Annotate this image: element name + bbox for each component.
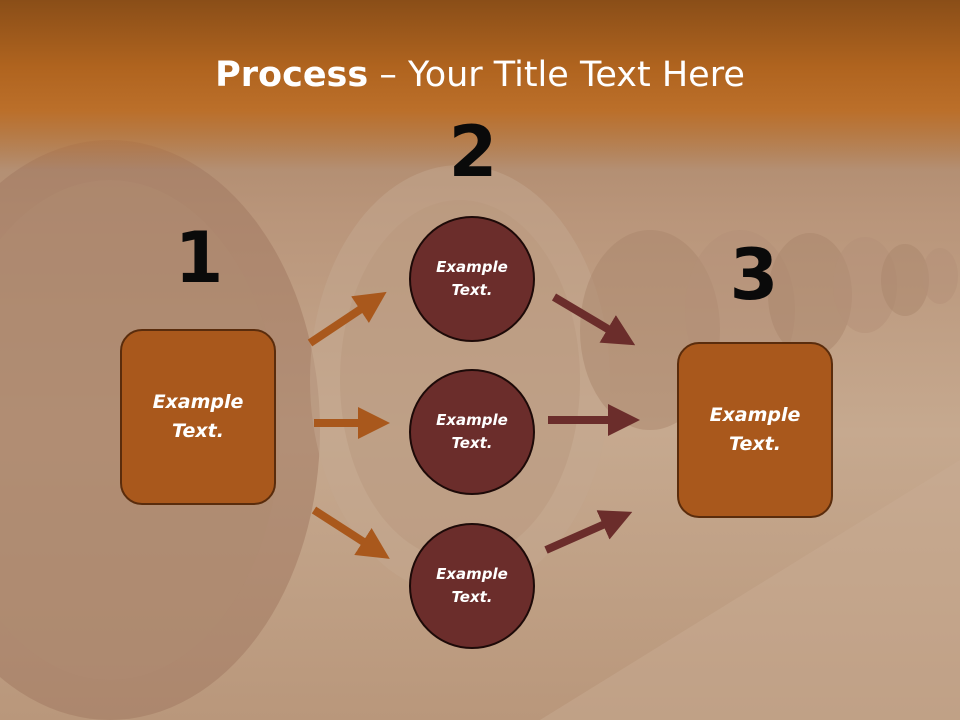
right-box: Example Text. bbox=[677, 342, 833, 518]
step-number-2: 2 bbox=[448, 111, 498, 193]
arrow-left-to-bottom bbox=[311, 506, 390, 559]
circle-top: Example Text. bbox=[409, 216, 535, 342]
arrow-left-to-top bbox=[307, 291, 387, 347]
header-band bbox=[0, 0, 960, 170]
circle-bottom: Example Text. bbox=[409, 523, 535, 649]
circle-top-text: Example Text. bbox=[436, 258, 508, 299]
circle-middle: Example Text. bbox=[409, 369, 535, 495]
arrow-bottom-to-right bbox=[544, 510, 633, 554]
arrow-top-to-right bbox=[551, 293, 636, 346]
page-title: Process – Your Title Text Here bbox=[0, 52, 960, 98]
left-box: Example Text. bbox=[120, 329, 276, 505]
circle-middle-text: Example Text. bbox=[436, 411, 508, 452]
step-number-1: 1 bbox=[174, 217, 224, 299]
title-bold: Process bbox=[215, 55, 369, 95]
title-rest: – Your Title Text Here bbox=[368, 55, 745, 95]
right-box-text: Example Text. bbox=[709, 404, 801, 455]
step-number-3: 3 bbox=[729, 234, 779, 316]
left-box-text: Example Text. bbox=[152, 391, 244, 442]
circle-bottom-text: Example Text. bbox=[436, 565, 508, 606]
